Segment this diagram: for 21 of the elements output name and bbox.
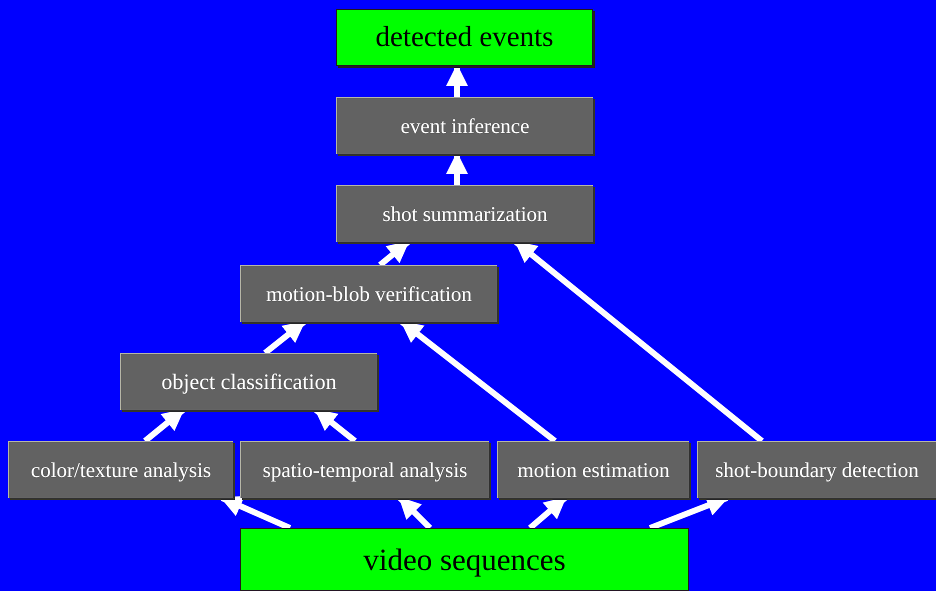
process-box [697,441,936,498]
box-label: event inference [400,114,530,138]
input-box [240,528,689,591]
arrow [220,495,292,531]
box-label: detected events [376,21,554,54]
box-label: object classification [161,369,337,395]
box-label: motion estimation [517,458,670,482]
process-box [497,441,689,498]
box-label: motion-blob verification [266,282,472,306]
box-label: video sequences [363,542,566,578]
process-box [240,441,489,498]
process-box [240,265,497,322]
process-box [336,97,593,154]
box-label: shot-boundary detection [715,458,919,482]
box-label: spatio-temporal analysis [262,458,468,482]
process-box [336,185,593,242]
process-box [8,441,233,498]
box-label: shot summarization [382,202,548,226]
process-box [120,353,377,410]
result-box [336,9,593,66]
box-label: color/texture analysis [30,458,212,482]
